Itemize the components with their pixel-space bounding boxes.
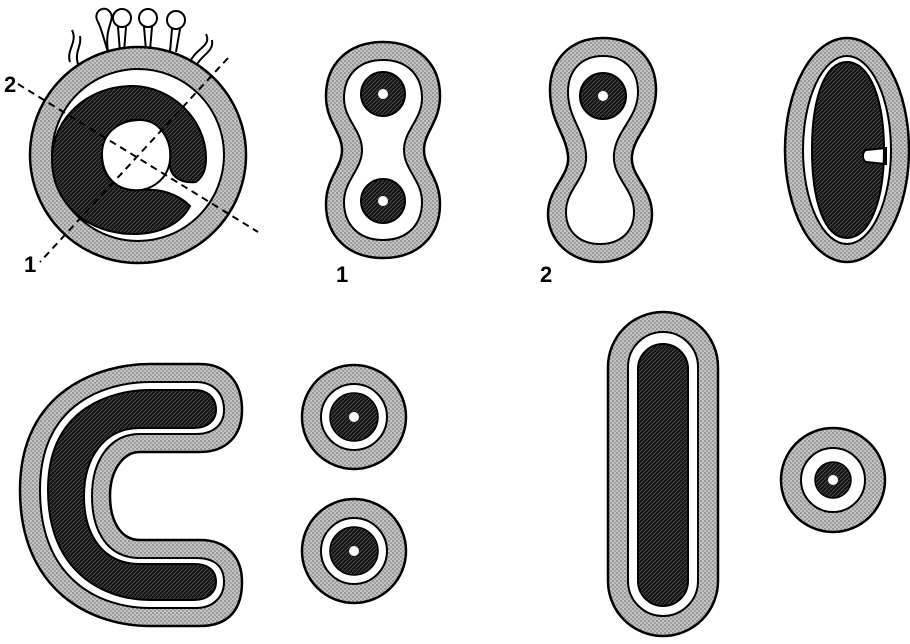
capsule-figure <box>608 312 718 636</box>
small-ring-upper <box>302 365 406 469</box>
cut-line-2-label: 2 <box>4 72 16 97</box>
section-1-upper-pore <box>378 89 388 99</box>
section-1-figure: 1 <box>326 42 440 287</box>
section-1-label: 1 <box>336 262 348 287</box>
c-shape-dark-mass <box>48 390 216 600</box>
small-ring-lower <box>302 499 406 603</box>
section-2-pore <box>598 91 608 101</box>
ring-right-pore <box>828 475 838 485</box>
oval-figure <box>785 38 909 262</box>
oval-dark-core <box>812 62 886 238</box>
section-2-label: 2 <box>540 262 552 287</box>
ring-lower-pore <box>349 546 359 556</box>
whole-section-figure: 2 1 <box>4 9 258 277</box>
section-1-lower-pore <box>378 196 388 206</box>
ring-upper-pore <box>349 412 359 422</box>
section-2-figure: 2 <box>540 38 656 287</box>
cut-line-1-label: 1 <box>24 252 36 277</box>
small-ring-right <box>781 428 885 532</box>
c-shape-figure <box>20 364 242 626</box>
capsule-dark-core <box>638 344 688 606</box>
